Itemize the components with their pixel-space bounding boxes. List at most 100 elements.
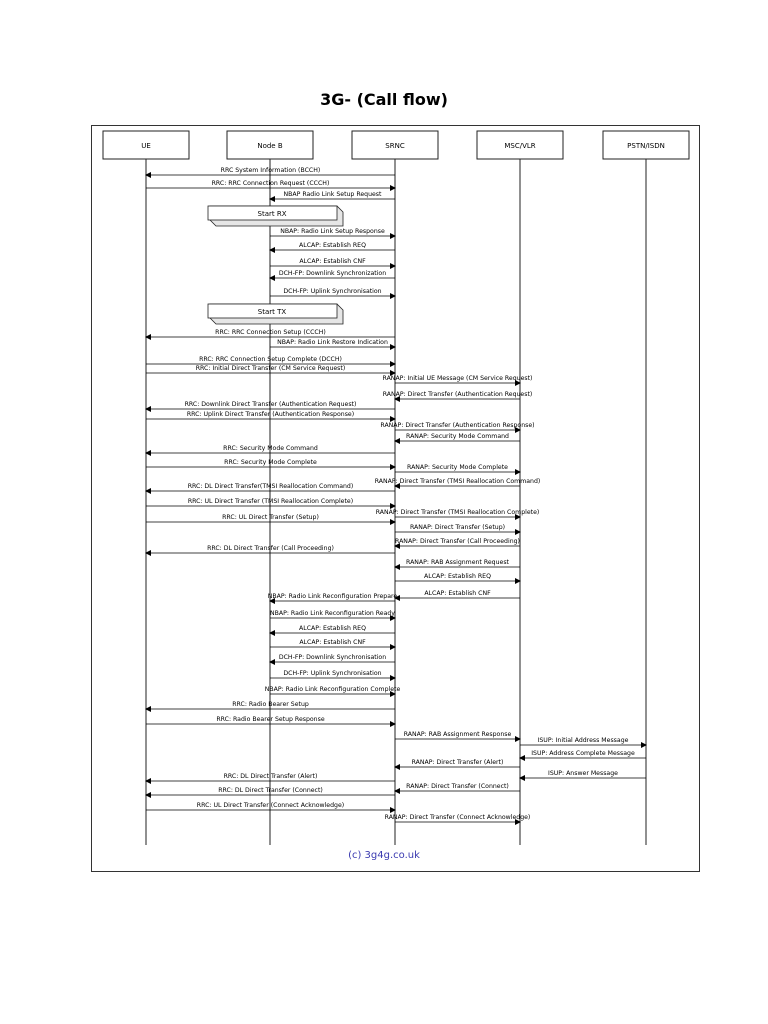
message-label: ALCAP: Establish REQ [424, 573, 491, 580]
message-label: RANAP: Direct Transfer (TMSI Reallocatio… [376, 509, 540, 516]
message-arrow: RRC: DL Direct Transfer(TMSI Reallocatio… [145, 483, 395, 494]
message-arrow: RANAP: Security Mode Command [394, 433, 520, 444]
message-arrow: RRC: RRC Connection Setup (CCCH) [145, 329, 395, 340]
message-arrow: RANAP: Direct Transfer (Authentication R… [380, 422, 535, 433]
message-arrow: NBAP: Radio Link Reconfiguration Ready [270, 610, 396, 621]
message-arrow: RANAP: RAB Assignment Response [395, 731, 521, 742]
message-arrow: RRC: Downlink Direct Transfer (Authentic… [145, 401, 395, 412]
message-arrow: ISUP: Initial Address Message [520, 737, 647, 748]
message-label: DCH-FP: Downlink Synchronisation [279, 654, 386, 661]
message-arrow: ALCAP: Establish CNF [270, 258, 396, 269]
message-label: RRC: RRC Connection Setup (CCCH) [215, 329, 326, 336]
message-arrow: ALCAP: Establish REQ [395, 573, 521, 584]
message-arrow: RRC: UL Direct Transfer (TMSI Reallocati… [146, 498, 396, 509]
message-label: ISUP: Answer Message [548, 770, 618, 777]
action-box-label: Start TX [258, 308, 287, 316]
message-label: RANAP: Direct Transfer (Setup) [410, 524, 505, 531]
message-label: RRC: Downlink Direct Transfer (Authentic… [185, 401, 357, 408]
message-label: NBAP: Radio Link Reconfiguration Complet… [265, 686, 401, 693]
message-arrow: RANAP: Direct Transfer (Authentication R… [383, 391, 533, 402]
message-arrow: RANAP: Direct Transfer (TMSI Reallocatio… [375, 478, 541, 489]
message-label: NBAP: Radio Link Restore Indication [277, 339, 388, 346]
message-label: RANAP: Direct Transfer (Authentication R… [383, 391, 533, 398]
message-label: DCH-FP: Uplink Synchronisation [283, 670, 381, 677]
message-label: RANAP: Security Mode Complete [407, 464, 508, 471]
message-label: RANAP: Direct Transfer (Alert) [412, 759, 504, 766]
message-label: RRC: Initial Direct Transfer (CM Service… [196, 365, 346, 372]
message-arrow: RRC: Initial Direct Transfer (CM Service… [146, 365, 396, 376]
message-arrow: RRC System Information (BCCH) [145, 167, 395, 178]
copyright-footer: (c) 3g4g.co.uk [348, 850, 420, 861]
message-label: RRC: RRC Connection Request (CCCH) [212, 180, 330, 187]
message-label: ISUP: Address Complete Message [531, 750, 635, 757]
message-label: NBAP: Radio Link Reconfiguration Ready [270, 610, 395, 617]
entity-label: SRNC [385, 142, 405, 150]
message-arrow: RRC: Security Mode Command [145, 445, 395, 456]
message-label: NBAP Radio Link Setup Request [284, 191, 382, 198]
message-label: ALCAP: Establish CNF [299, 258, 366, 265]
message-arrow: RANAP: RAB Assignment Request [394, 559, 520, 570]
message-arrow: ALCAP: Establish REQ [269, 625, 395, 636]
message-arrow: NBAP: Radio Link Reconfiguration Prepare [268, 593, 398, 604]
message-arrow: DCH-FP: Uplink Synchronisation [270, 670, 396, 681]
message-arrow: RRC: Radio Bearer Setup [145, 701, 395, 712]
message-arrow: ISUP: Answer Message [519, 770, 646, 781]
message-label: RRC: Radio Bearer Setup [232, 701, 309, 708]
message-arrow: RRC: DL Direct Transfer (Alert) [145, 773, 395, 784]
message-arrow: RANAP: Direct Transfer (Setup) [395, 524, 521, 535]
action-box-label: Start RX [258, 210, 287, 218]
message-label: RRC: Radio Bearer Setup Response [216, 716, 324, 723]
message-arrow: RANAP: Direct Transfer (Alert) [394, 759, 520, 770]
message-arrow: RRC: Radio Bearer Setup Response [146, 716, 396, 727]
message-arrow: RANAP: Direct Transfer (TMSI Reallocatio… [376, 509, 540, 520]
message-label: RANAP: Direct Transfer (Call Proceeding) [395, 538, 520, 545]
message-label: RANAP: Direct Transfer (Authentication R… [380, 422, 534, 429]
entity-pstn: PSTN/ISDN [602, 130, 690, 160]
page-title: 3G- (Call flow) [320, 90, 448, 109]
message-label: RANAP: Direct Transfer (Connect) [406, 783, 509, 790]
message-label: RRC: RRC Connection Setup Complete (DCCH… [199, 356, 342, 363]
message-arrow: ALCAP: Establish CNF [270, 639, 396, 650]
message-arrow: RRC: UL Direct Transfer (Setup) [146, 514, 396, 525]
message-arrow: RRC: DL Direct Transfer (Connect) [145, 787, 395, 798]
entity-label: UE [141, 142, 151, 150]
message-arrow: DCH-FP: Uplink Synchronisation [270, 288, 396, 299]
message-label: RANAP: Initial UE Message (CM Service Re… [383, 375, 533, 382]
entity-label: Node B [257, 142, 282, 150]
message-arrow: RANAP: Direct Transfer (Call Proceeding) [394, 538, 520, 549]
message-label: ALCAP: Establish REQ [299, 625, 366, 632]
entity-label: PSTN/ISDN [627, 142, 665, 150]
message-arrow: RANAP: Direct Transfer (Connect Acknowle… [385, 814, 531, 825]
message-label: DCH-FP: Downlink Synchronization [279, 270, 386, 277]
action-box: Start TX [207, 303, 344, 325]
message-arrow: ALCAP: Establish CNF [394, 590, 520, 601]
message-label: RRC System Information (BCCH) [221, 167, 321, 174]
message-arrow: RRC: Security Mode Complete [146, 459, 396, 470]
entity-msc: MSC/VLR [476, 130, 564, 160]
message-arrow: RRC: RRC Connection Request (CCCH) [146, 180, 396, 191]
message-arrow: NBAP: Radio Link Setup Response [270, 228, 396, 239]
message-arrow: ALCAP: Establish REQ [269, 242, 395, 253]
message-arrow: NBAP: Radio Link Restore Indication [270, 339, 396, 350]
message-label: RANAP: RAB Assignment Request [406, 559, 510, 566]
message-label: RRC: DL Direct Transfer (Call Proceeding… [207, 545, 334, 552]
message-label: RRC: UL Direct Transfer (TMSI Reallocati… [188, 498, 353, 505]
message-label: ISUP: Initial Address Message [538, 737, 629, 744]
diagram-frame [91, 125, 700, 872]
entity-ue: UE [102, 130, 190, 160]
entity-nodeb: Node B [226, 130, 314, 160]
message-label: DCH-FP: Uplink Synchronisation [283, 288, 381, 295]
message-arrow: DCH-FP: Downlink Synchronization [269, 270, 395, 281]
entity-label: MSC/VLR [504, 142, 535, 150]
message-label: NBAP: Radio Link Reconfiguration Prepare [268, 593, 398, 600]
message-label: RANAP: Direct Transfer (Connect Acknowle… [385, 814, 531, 821]
message-label: ALCAP: Establish CNF [299, 639, 366, 646]
message-label: ALCAP: Establish REQ [299, 242, 366, 249]
message-label: RRC: Security Mode Command [223, 445, 318, 452]
message-label: RRC: Uplink Direct Transfer (Authenticat… [187, 411, 354, 418]
message-arrow: RANAP: Security Mode Complete [395, 464, 521, 475]
message-arrow: RANAP: Initial UE Message (CM Service Re… [383, 375, 533, 386]
message-label: RANAP: Direct Transfer (TMSI Reallocatio… [375, 478, 541, 485]
message-label: RRC: UL Direct Transfer (Connect Acknowl… [197, 802, 344, 809]
